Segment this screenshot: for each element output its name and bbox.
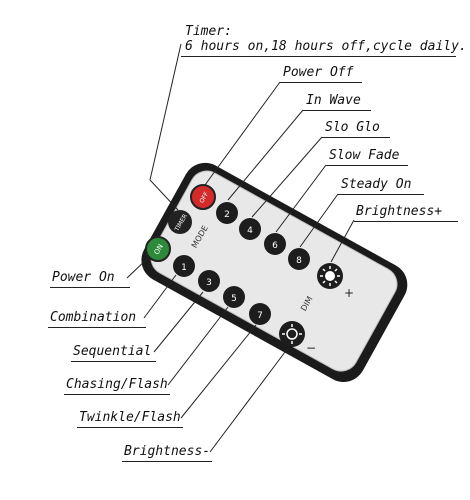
underline-in-wave (303, 110, 371, 111)
underline-combination (48, 327, 146, 328)
button-5[interactable]: 5 (223, 286, 245, 308)
timer-button[interactable]: TIMER (168, 210, 192, 234)
svg-text:6: 6 (272, 241, 278, 251)
brightness-plus-button[interactable] (317, 263, 343, 289)
svg-text:2: 2 (224, 210, 230, 220)
svg-text:7: 7 (257, 311, 263, 321)
button-2[interactable]: 2 (216, 202, 238, 224)
label-slo-glo: Slo Glo (325, 120, 380, 135)
underline-twinkle-flash (77, 427, 183, 428)
svg-text:8: 8 (296, 256, 302, 266)
underline-sequential (71, 361, 156, 362)
mode-label: MODE (190, 224, 210, 250)
label-combination: Combination (50, 310, 137, 325)
label-power-on: Power On (52, 270, 115, 285)
button-7[interactable]: 7 (249, 303, 271, 325)
button-6[interactable]: 6 (264, 233, 286, 255)
off-button[interactable]: OFF (190, 184, 216, 210)
leader-lines (126, 43, 355, 453)
label-sequential: Sequential (73, 344, 152, 359)
on-button[interactable]: ON (145, 236, 171, 262)
svg-text:4: 4 (247, 226, 253, 236)
minus-sign: − (306, 341, 316, 355)
timer-underline (181, 56, 456, 57)
label-brightness-minus: Brightness- (124, 444, 211, 459)
underline-chasing-flash (64, 394, 170, 395)
brightness-minus-button[interactable] (279, 321, 305, 347)
timer-detail: 6 hours on,18 hours off,cycle daily. (185, 39, 467, 54)
button-3[interactable]: 3 (198, 270, 220, 292)
sun-icon (325, 271, 335, 281)
timer-title: Timer: (185, 24, 232, 39)
svg-text:3: 3 (206, 278, 212, 288)
underline-power-off (280, 82, 362, 83)
label-brightness-plus: Brightness+ (356, 204, 443, 219)
underline-steady-on (338, 194, 424, 195)
label-chasing-flash: Chasing/Flash (66, 377, 168, 392)
underline-slo-glo (322, 137, 390, 138)
label-steady-on: Steady On (341, 177, 412, 192)
underline-brightness-plus (354, 221, 458, 222)
plus-sign: + (344, 286, 354, 300)
label-slow-fade: Slow Fade (329, 148, 400, 163)
sun-outline-icon (286, 328, 298, 340)
dim-label: DIM (299, 295, 315, 313)
button-8[interactable]: 8 (288, 248, 310, 270)
label-twinkle-flash: Twinkle/Flash (79, 410, 181, 425)
button-1[interactable]: 1 (173, 255, 195, 277)
svg-text:1: 1 (181, 263, 187, 273)
underline-brightness-minus (122, 461, 212, 462)
underline-slow-fade (326, 165, 408, 166)
button-4[interactable]: 4 (239, 218, 261, 240)
svg-text:5: 5 (231, 294, 237, 304)
label-in-wave: In Wave (306, 93, 361, 108)
underline-power-on (50, 287, 130, 288)
label-power-off: Power Off (283, 65, 354, 80)
